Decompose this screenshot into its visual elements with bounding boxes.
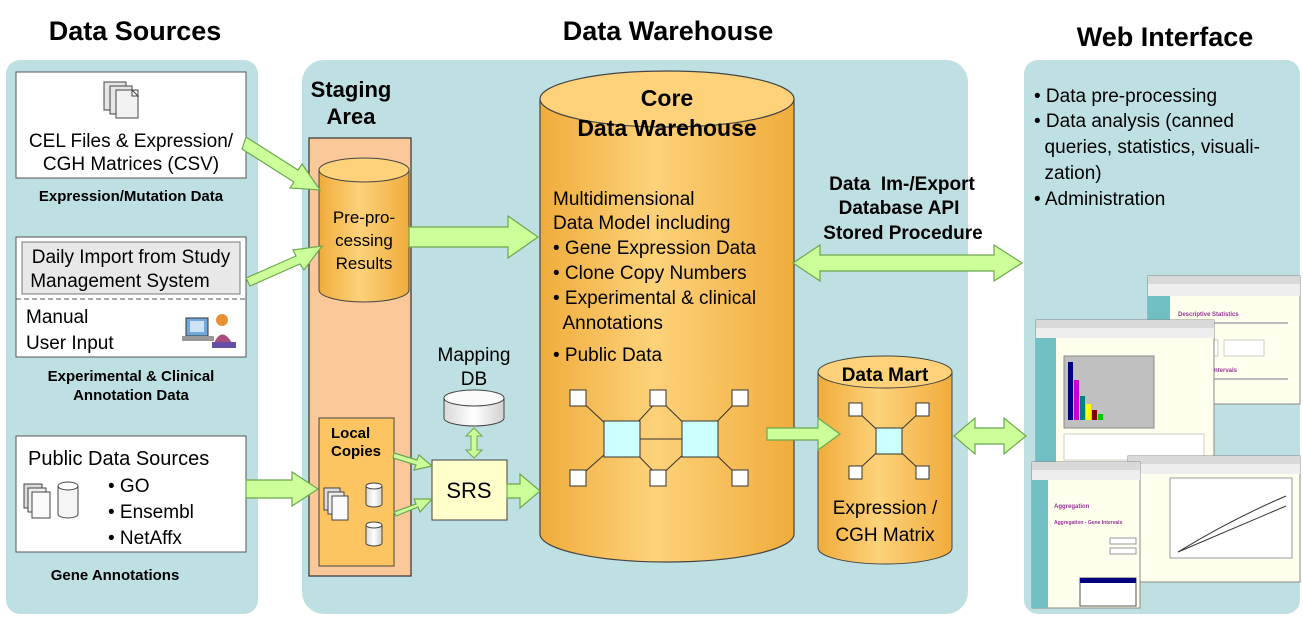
arrow-import-to-preprocessing	[245, 245, 324, 287]
experimental-caption-line2: Annotation Data	[73, 387, 189, 404]
core-description-line: Data Model including	[553, 213, 730, 234]
data-mart-line2: CGH Matrix	[835, 525, 935, 546]
core-description-line: Annotations	[553, 313, 663, 334]
srs-box	[431, 459, 508, 521]
header-data-warehouse: Data Warehouse	[563, 16, 774, 46]
screenshot-aggregation-subtitle: Aggregation - Gene Intervals	[1054, 520, 1123, 526]
mapping-db-line1: Mapping	[438, 345, 511, 366]
cel-files-box: CEL Files & Expression/ CGH Matrices (CS…	[15, 71, 247, 179]
database-icon	[365, 521, 383, 547]
database-icon	[365, 482, 383, 508]
preprocessing-cylinder: Pre-pro- cessing Results	[318, 157, 410, 303]
core-title-line2: Data Warehouse	[577, 115, 756, 141]
core-description-line: • Clone Copy Numbers	[553, 263, 747, 284]
api-line1: Data Im-/Export	[829, 174, 975, 195]
local-copies-line2: Copies	[331, 443, 381, 460]
cel-files-line1: CEL Files & Expression/	[29, 131, 234, 152]
arrow-public-to-local	[245, 470, 320, 508]
api-line3: Stored Procedure	[823, 223, 982, 244]
documents-icon	[23, 483, 51, 519]
core-description-line: • Gene Expression Data	[553, 238, 757, 259]
core-schema-diagram	[569, 389, 749, 487]
data-mart-line1: Expression /	[833, 498, 938, 519]
experimental-caption-line1: Experimental & Clinical	[48, 368, 215, 385]
core-description-line: Multidimensional	[553, 189, 695, 210]
api-line2: Database API	[839, 198, 960, 219]
core-description-line: • Experimental & clinical	[553, 288, 756, 309]
arrow-preprocessing-to-core	[408, 214, 540, 260]
web-screenshot-histogram	[1035, 319, 1215, 471]
srs-label: SRS	[446, 478, 491, 503]
data-mart-cylinder	[817, 355, 953, 565]
staging-title-line2: Area	[327, 104, 377, 129]
gene-annotations-caption: Gene Annotations	[51, 567, 180, 584]
web-features-list: • Data pre-processing • Data analysis (c…	[1034, 86, 1260, 210]
web-feature-line: queries, statistics, visuali-	[1034, 137, 1260, 158]
preprocessing-line3: Results	[336, 254, 393, 273]
arrow-srs-to-core	[506, 472, 541, 510]
mapping-srs-arrow	[464, 427, 484, 459]
arrow-api-exchange	[791, 243, 1024, 283]
web-feature-line: • Administration	[1034, 189, 1165, 210]
mapping-db-line2: DB	[461, 369, 487, 390]
web-screenshot-aggregation: Aggregation Aggregation - Gene Intervals	[1031, 461, 1141, 609]
public-source-netaffx: • NetAffx	[108, 528, 182, 549]
arrow-local-to-srs-lower	[393, 498, 434, 517]
web-feature-line: • Data pre-processing	[1034, 86, 1217, 107]
data-mart-title: Data Mart	[842, 365, 929, 386]
manual-input-line2: User Input	[26, 333, 114, 354]
user-at-computer-icon	[182, 314, 236, 348]
preprocessing-line2: cessing	[335, 231, 393, 250]
arrow-cel-to-preprocessing	[241, 136, 322, 191]
public-source-go: • GO	[108, 476, 150, 497]
public-source-ensembl: • Ensembl	[108, 502, 194, 523]
daily-import-line1: Daily Import from Study	[32, 247, 231, 268]
preprocessing-line1: Pre-pro-	[333, 208, 395, 227]
web-screenshot-line-chart	[1127, 455, 1301, 583]
local-copies-box: Local Copies	[318, 417, 395, 567]
database-icon	[57, 481, 79, 519]
screenshot-aggregation-title: Aggregation	[1054, 504, 1090, 510]
study-import-box: Daily Import from Study Management Syste…	[15, 236, 247, 358]
screenshot-stats-title: Descriptive Statistics	[1178, 312, 1239, 318]
web-feature-line: • Data analysis (canned	[1034, 111, 1234, 132]
daily-import-line2: Management System	[30, 271, 210, 292]
core-title-line1: Core	[641, 85, 693, 111]
public-sources-title: Public Data Sources	[28, 448, 209, 470]
documents-icon	[323, 487, 349, 521]
data-mart-schema	[848, 402, 930, 480]
cel-files-line2: CGH Matrices (CSV)	[43, 154, 219, 175]
expression-caption: Expression/Mutation Data	[39, 188, 224, 205]
flow-arrows	[241, 136, 1027, 517]
manual-input-line1: Manual	[26, 307, 88, 328]
mapping-db-cylinder	[443, 389, 505, 427]
public-sources-box: Public Data Sources • GO • Ensembl • Net…	[15, 435, 247, 553]
staging-title-line1: Staging	[311, 77, 392, 102]
local-copies-line1: Local	[331, 425, 370, 442]
web-feature-line: zation)	[1034, 163, 1102, 184]
arrow-datamart-to-web	[953, 416, 1027, 456]
header-web-interface: Web Interface	[1077, 22, 1254, 52]
arrow-local-to-srs-upper	[392, 452, 434, 471]
documents-icon	[103, 81, 140, 119]
header-data-sources: Data Sources	[49, 16, 222, 46]
core-description: Multidimensional Data Model including • …	[553, 189, 757, 366]
arrow-core-to-datamart	[766, 416, 842, 452]
core-description-line: • Public Data	[553, 345, 663, 366]
